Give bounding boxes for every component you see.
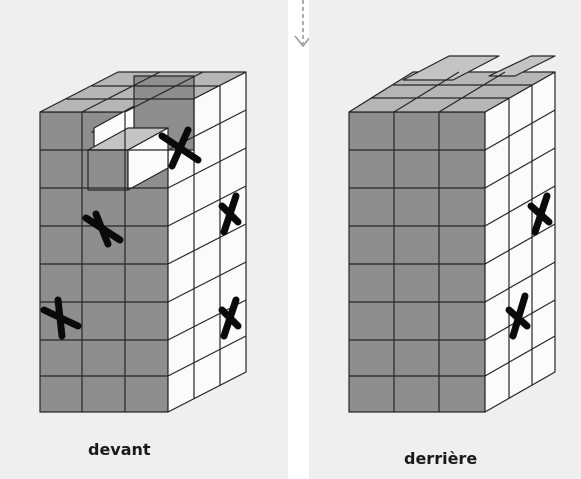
dashed-down-arrow-icon <box>294 0 312 48</box>
x-mark-icon-group <box>40 126 242 340</box>
back-caption: derrière <box>404 449 478 468</box>
back-front-face <box>348 111 486 413</box>
front-view-panel: devant <box>0 0 288 479</box>
front-caption: devant <box>88 440 151 459</box>
back-view-panel: derrière <box>309 0 581 479</box>
back-cube-tower <box>348 55 556 413</box>
front-cube-tower <box>39 71 247 413</box>
back-x-mark-icon-group <box>505 192 553 340</box>
back-right-side-face <box>484 71 556 413</box>
